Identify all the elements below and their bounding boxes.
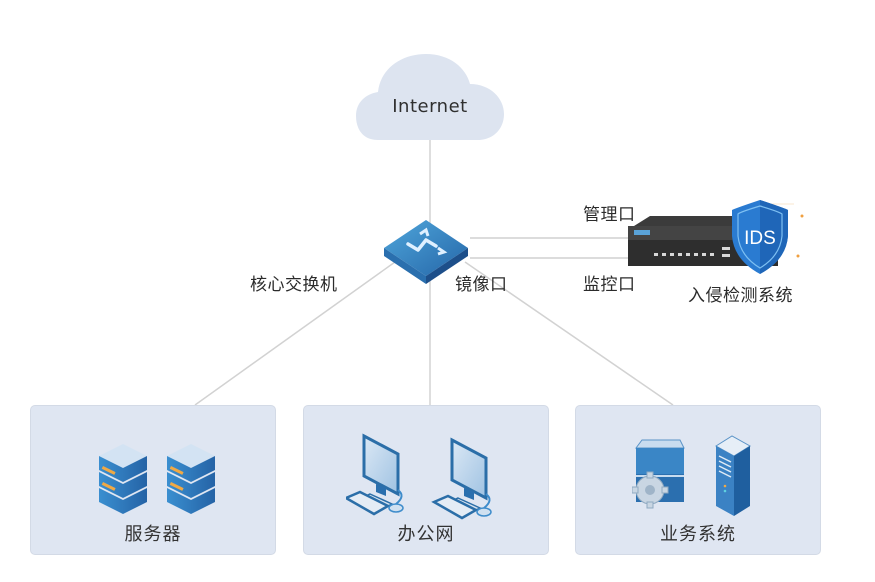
management-port-label: 管理口 [583, 205, 636, 225]
business-system-icon [632, 435, 751, 516]
business-label: 业务系统 [660, 524, 736, 545]
ids-appliance-icon[interactable]: IDS [626, 196, 806, 278]
internet-label: Internet [392, 96, 468, 117]
group-business[interactable]: 业务系统 [575, 405, 821, 555]
cloud-icon [356, 54, 504, 140]
line-switch-business [464, 261, 674, 406]
monitor-port-label: 监控口 [583, 275, 636, 295]
switch-icon[interactable] [380, 212, 472, 284]
group-servers[interactable]: 服务器 [30, 405, 276, 555]
desktop-computer-icon [346, 433, 493, 520]
ids-label: 入侵检测系统 [688, 286, 793, 306]
servers-label: 服务器 [124, 524, 182, 545]
office-label: 办公网 [397, 524, 455, 545]
gear-icon [632, 471, 669, 509]
core-switch-label: 核心交换机 [250, 275, 338, 295]
mirror-port-label: 镜像口 [455, 275, 508, 295]
group-office[interactable]: 办公网 [303, 405, 549, 555]
ids-badge: IDS [744, 228, 776, 249]
line-switch-servers [194, 261, 396, 406]
server-icon [99, 444, 215, 514]
